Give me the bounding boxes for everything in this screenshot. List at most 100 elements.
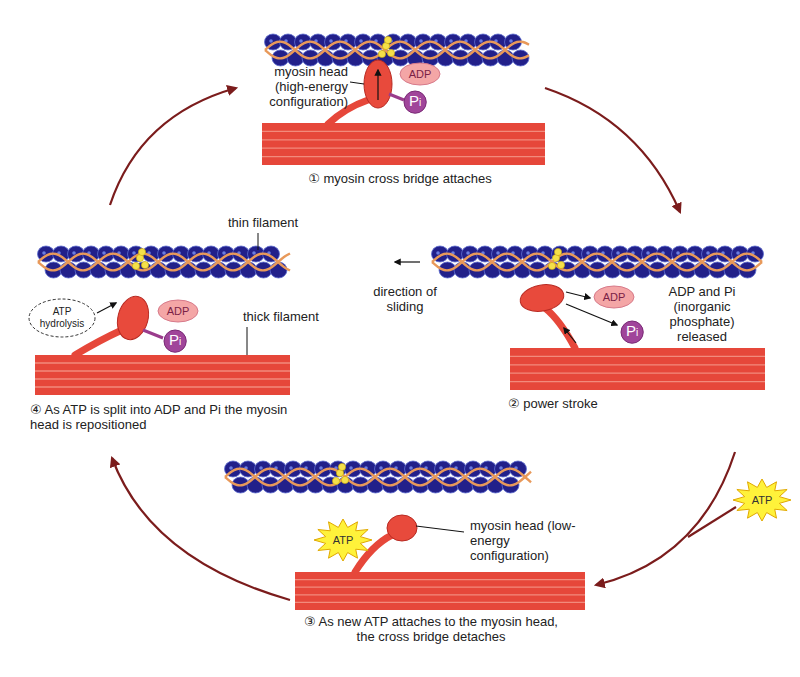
actin-bead xyxy=(419,39,423,43)
cycle-arrow xyxy=(596,452,735,585)
molecule-oval xyxy=(404,91,426,113)
molecule-oval xyxy=(400,63,440,85)
molecule-oval: Pi xyxy=(403,90,427,114)
actin-bead xyxy=(349,466,353,470)
thin-filament xyxy=(38,34,764,493)
leader-line xyxy=(416,526,464,532)
tropomyosin-strand xyxy=(38,254,290,271)
actin-bead xyxy=(437,50,454,66)
actin-bead xyxy=(509,39,513,43)
part-label: myosin head (high-energy configuration) xyxy=(252,64,348,109)
phosphate-stick xyxy=(389,94,404,100)
label-box: ① myosin cross bridge attaches xyxy=(250,171,550,186)
actin-bead xyxy=(706,251,710,255)
motion-arrow xyxy=(97,303,116,313)
actin-bead xyxy=(436,251,440,255)
molecule-oval xyxy=(594,286,634,308)
thin-filament xyxy=(265,34,530,66)
thick-filament-stripe xyxy=(35,378,290,379)
troponin xyxy=(332,477,339,484)
actin-bead xyxy=(329,39,333,43)
troponin xyxy=(138,248,145,255)
part-label: thin filament xyxy=(228,215,338,230)
tropomyosin-strand xyxy=(432,254,762,271)
actin-bead xyxy=(499,466,503,470)
actin-bead xyxy=(210,262,227,278)
leader-line xyxy=(247,82,464,532)
actin-bead xyxy=(409,466,413,470)
actin-bead xyxy=(269,39,273,43)
troponin xyxy=(548,262,555,269)
actin-bead xyxy=(449,39,453,43)
molecule-oval: ADP xyxy=(399,62,441,86)
part-label: thick filament xyxy=(243,309,353,324)
leader-line xyxy=(247,327,248,355)
tropomyosin-strand xyxy=(265,42,529,59)
leader-line xyxy=(350,82,364,84)
actin-bead xyxy=(466,251,470,255)
troponin xyxy=(387,49,394,56)
actin-bead xyxy=(222,251,226,255)
actin-bead xyxy=(240,262,257,278)
actin-bead xyxy=(299,39,303,43)
part-label: ADP and Pi (inorganic phosphate) release… xyxy=(660,284,744,344)
actin-bead xyxy=(526,251,530,255)
actin-bead xyxy=(307,477,324,493)
thick-filament-stripe xyxy=(35,370,290,371)
thick-filament xyxy=(510,348,765,390)
tropomyosin-strand xyxy=(38,253,290,270)
molecule-oval xyxy=(158,300,198,322)
motion-arrow xyxy=(566,292,590,298)
myosin-head xyxy=(113,60,566,541)
tropomyosin-strand xyxy=(432,254,762,271)
actin-bead xyxy=(229,466,233,470)
myosin-neck xyxy=(75,100,575,572)
actin-bead xyxy=(676,251,680,255)
actin-bead xyxy=(132,251,136,255)
actin-bead xyxy=(287,50,304,66)
thick-filament-stripe xyxy=(510,373,765,374)
label-box: myosin head (low-energy configuration) xyxy=(470,518,582,563)
actin-bead xyxy=(574,262,591,278)
thick-filament xyxy=(35,355,290,395)
actin-bead xyxy=(379,466,383,470)
actin-bead xyxy=(192,251,196,255)
myosin-head xyxy=(364,60,392,108)
molecule-label: ATP hydrolysis xyxy=(36,306,88,330)
thin-filament xyxy=(432,246,764,278)
motion-arrow xyxy=(377,70,378,100)
atp-star: ATP xyxy=(314,519,372,561)
actin-bead xyxy=(259,466,263,470)
step-caption: ① myosin cross bridge attaches xyxy=(250,171,550,186)
leader-line xyxy=(258,233,259,250)
label-box: ADP and Pi (inorganic phosphate) release… xyxy=(660,284,744,344)
thin-filament xyxy=(38,246,291,278)
cycle-arrow xyxy=(545,88,680,212)
actin-bead xyxy=(162,251,166,255)
label-box: ④ As ATP is split into ADP and Pi the my… xyxy=(30,402,300,432)
thick-filament-stripe xyxy=(262,148,545,149)
thick-filament-stripe xyxy=(295,579,585,580)
troponin xyxy=(554,248,561,255)
thick-filament-stripe xyxy=(510,364,765,365)
tropomyosin-strand xyxy=(265,42,529,59)
actin-bead xyxy=(90,262,107,278)
troponin xyxy=(341,476,348,483)
actin-bead xyxy=(319,466,323,470)
troponin xyxy=(338,463,345,470)
molecule-label: ADP xyxy=(603,291,626,304)
molecule-label: ATP xyxy=(333,534,354,547)
molecule-oval xyxy=(621,321,643,343)
thick-filament-stripe xyxy=(295,594,585,595)
cycle-arrow xyxy=(110,88,736,600)
molecule-label: Pi xyxy=(169,334,181,348)
actin-bead xyxy=(150,262,167,278)
thick-filament-stripe xyxy=(262,139,545,140)
molecule-label: ADP xyxy=(409,68,432,81)
thick-filament-stripe xyxy=(510,356,765,357)
thick-filament-stripe xyxy=(295,602,585,603)
troponin xyxy=(384,36,391,43)
actin-bead xyxy=(479,39,483,43)
part-label: direction of sliding xyxy=(360,284,450,314)
step-caption: ② power stroke xyxy=(508,396,658,411)
